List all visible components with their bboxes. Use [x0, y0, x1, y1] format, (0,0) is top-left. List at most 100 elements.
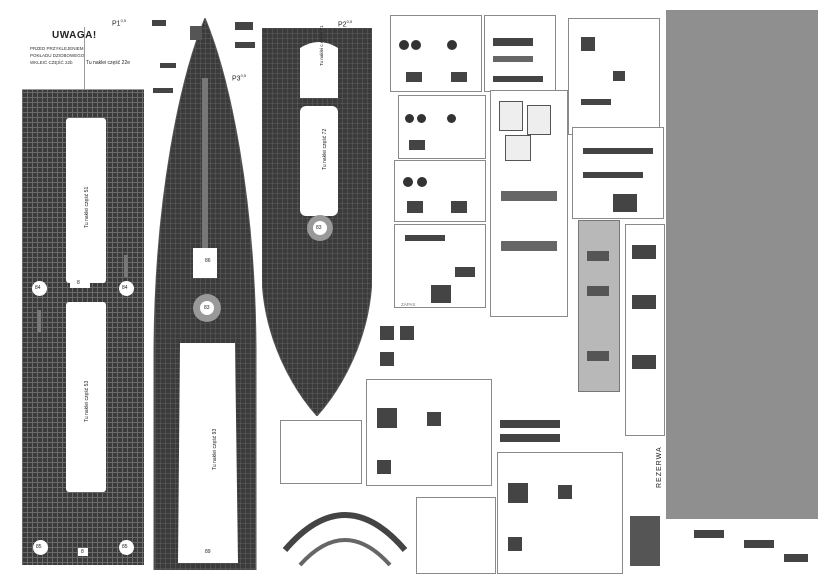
box-88 — [490, 90, 568, 317]
part-91a — [493, 38, 533, 46]
stick-label-22e: Tu naklei część 22e — [86, 60, 131, 66]
p1-bottom-block: 8 — [78, 548, 88, 556]
box-89 — [625, 224, 665, 436]
parts-132-group — [230, 18, 262, 68]
part-132a — [235, 22, 253, 30]
part-22c — [587, 351, 609, 361]
part-87b — [613, 71, 625, 81]
num-8-b: 8 — [81, 549, 84, 555]
num-85-right: 85 — [122, 544, 128, 550]
warning-line-3: WKLEIĆ CZĘŚĆ 22b — [30, 60, 73, 65]
part-113b — [400, 326, 414, 340]
part-108c — [407, 201, 423, 213]
label-p2-sup: 0,5 — [346, 19, 353, 24]
part-51b — [694, 530, 724, 538]
part-107d — [409, 140, 425, 150]
warning-line-1: PRZED PRZYKLEJENIEM — [30, 46, 84, 51]
part-91b — [493, 56, 533, 62]
part-108a — [403, 177, 413, 187]
part-113a — [380, 326, 394, 340]
part-107c — [447, 114, 456, 123]
deck-part-p3 — [153, 18, 257, 570]
part-132b — [235, 42, 255, 48]
p1-panel-lower: Tu naklei część 53 — [66, 302, 106, 492]
part-chain-1 — [500, 420, 560, 428]
part-107a — [405, 114, 414, 123]
part-114b — [427, 412, 441, 426]
part-114e — [558, 485, 572, 499]
label-p1-sup: 0,5 — [120, 18, 127, 23]
box-115 — [572, 127, 664, 219]
part-22-strip — [578, 220, 620, 392]
num-83-center: 83 — [204, 305, 210, 311]
part-130a — [152, 20, 166, 26]
part-51d — [784, 554, 808, 562]
part-114c — [377, 460, 391, 474]
mount-85-right: 85 — [119, 540, 134, 555]
box-108 — [394, 160, 486, 222]
part-89a — [632, 245, 656, 259]
num-83-stern: 83 — [316, 225, 322, 231]
part-114d — [508, 483, 528, 503]
mount-84-right: 84 — [119, 281, 134, 296]
part-88c — [505, 135, 531, 161]
num-84-right: 84 — [122, 285, 128, 291]
parts-chain-strips — [500, 420, 560, 450]
part-22b — [587, 286, 609, 296]
part-chain-2 — [500, 434, 560, 442]
part-115b — [583, 172, 643, 178]
part-131a — [160, 63, 176, 68]
part-88a — [499, 101, 523, 131]
num-84-left: 84 — [35, 285, 41, 291]
warning-line-2: POKŁADU DZIOBOWEGO — [30, 53, 85, 58]
deck-part-p2 — [262, 28, 372, 416]
parts-113 — [376, 322, 486, 376]
stick-label-93: Tu naklei część 93 — [212, 428, 218, 470]
label-p2: P20,5 — [338, 18, 352, 28]
part-116c — [431, 285, 451, 303]
part-87c — [581, 99, 611, 105]
part-22a — [587, 251, 609, 261]
part-108b — [417, 177, 427, 187]
warning-title: UWAGA! — [52, 30, 97, 41]
part-115c — [613, 194, 637, 212]
part-110a — [399, 40, 409, 50]
box-107 — [398, 95, 486, 159]
reserve-panel — [666, 10, 818, 519]
part-51c — [744, 540, 774, 548]
num-8-a: 8 — [77, 280, 80, 286]
part-116a — [405, 235, 445, 241]
stick-label-72: Tu naklei część 72 — [322, 128, 328, 170]
mount-84-left: 84 — [32, 281, 47, 296]
part-88d — [501, 191, 557, 201]
part-91c — [493, 76, 543, 82]
bow-railing-parts — [282, 512, 408, 567]
box-110 — [390, 15, 482, 92]
box-chain — [280, 420, 362, 484]
zapas-label: ZAPAS — [401, 302, 416, 307]
part-115a — [583, 148, 653, 154]
parts-51 — [624, 510, 814, 570]
parts-130-group — [150, 18, 202, 98]
label-p1: P10,5 — [112, 17, 126, 27]
box-91 — [484, 15, 556, 92]
part-110d — [406, 72, 422, 82]
part-89c — [632, 355, 656, 369]
mount-85-left: 85 — [33, 540, 48, 555]
stick-label-51: Tu naklei część 51 — [84, 186, 90, 228]
part-131b — [153, 88, 173, 93]
p1-slot-1 — [37, 310, 41, 332]
p1-slot-2 — [124, 255, 128, 277]
part-87a — [581, 37, 595, 51]
part-110c — [447, 40, 457, 50]
part-88e — [501, 241, 557, 251]
part-114f — [508, 537, 522, 551]
part-110b — [411, 40, 421, 50]
box-87 — [568, 18, 660, 135]
num-85-left: 85 — [36, 544, 42, 550]
box-anchors — [416, 497, 496, 574]
part-88b — [527, 105, 551, 135]
label-p2-text: P2 — [338, 21, 347, 29]
panel-divider — [84, 27, 85, 89]
num-89: 89 — [205, 549, 211, 555]
